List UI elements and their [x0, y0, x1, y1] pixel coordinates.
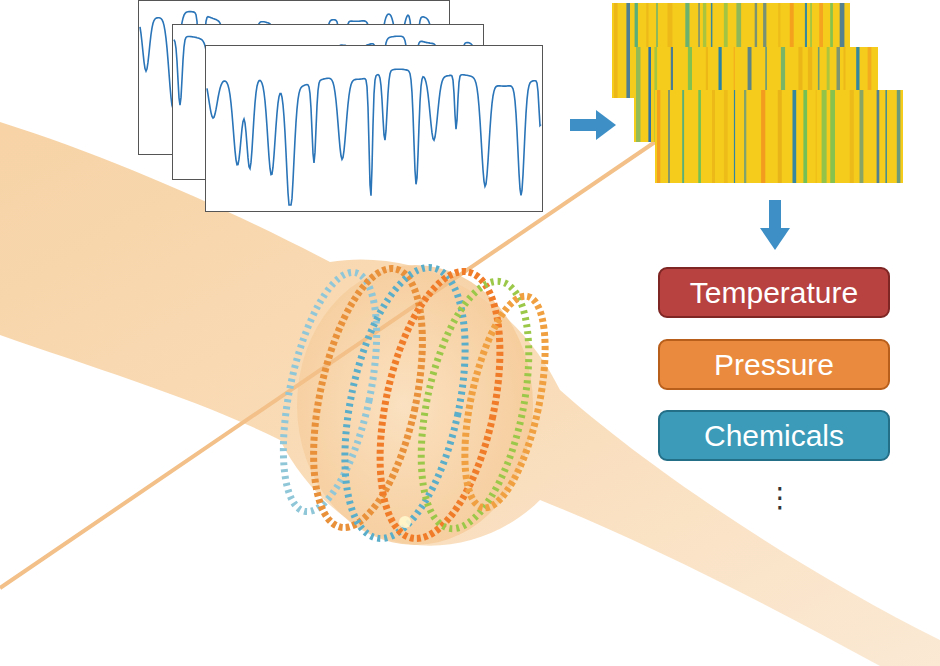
output-box: Temperature	[658, 267, 890, 318]
box-label: Pressure	[714, 348, 834, 381]
light-spot	[399, 516, 411, 528]
spectrogram-stripe	[614, 3, 618, 98]
flow-arrow	[570, 110, 790, 250]
spectrogram-stripe	[682, 90, 684, 183]
spectrogram-stripe	[897, 90, 901, 183]
spectrogram-stripe	[744, 90, 746, 183]
continuation-dots: ⋮	[766, 484, 794, 512]
spectrogram-stripe	[885, 90, 887, 183]
spectrogram-stripe	[816, 90, 817, 183]
spectrogram-stripe	[724, 90, 728, 183]
spectrogram-stripe	[712, 90, 715, 183]
spectrogram-stripe	[850, 90, 854, 183]
spectrogram-stripe	[626, 3, 630, 98]
spectrogram-stripe	[668, 90, 669, 183]
spectrogram-stripe	[877, 90, 880, 183]
spectrogram-stripe	[793, 90, 797, 183]
spectrogram-stripe	[761, 90, 765, 183]
output-box: Chemicals	[658, 410, 890, 461]
spectrogram-stripe	[778, 90, 782, 183]
spectrogram-stripe	[648, 47, 651, 142]
spectrogram-stripe	[734, 90, 735, 183]
box-label: Temperature	[690, 276, 858, 309]
spectrogram-stripe	[636, 47, 641, 142]
spectrogram	[655, 90, 903, 183]
spectrogram-stripe	[860, 90, 864, 183]
spectrogram-stripe	[803, 90, 807, 183]
spectrum-frame	[206, 46, 543, 212]
resonator-rings	[266, 257, 561, 549]
spectrogram-stripe	[822, 90, 827, 183]
output-box: Pressure	[658, 339, 890, 390]
spectrogram-stripe	[830, 90, 835, 183]
spectrum-trace	[207, 69, 541, 205]
spectrogram-stripe	[657, 90, 660, 183]
box-label: Chemicals	[704, 419, 844, 452]
spectrogram-stripe	[698, 90, 701, 183]
